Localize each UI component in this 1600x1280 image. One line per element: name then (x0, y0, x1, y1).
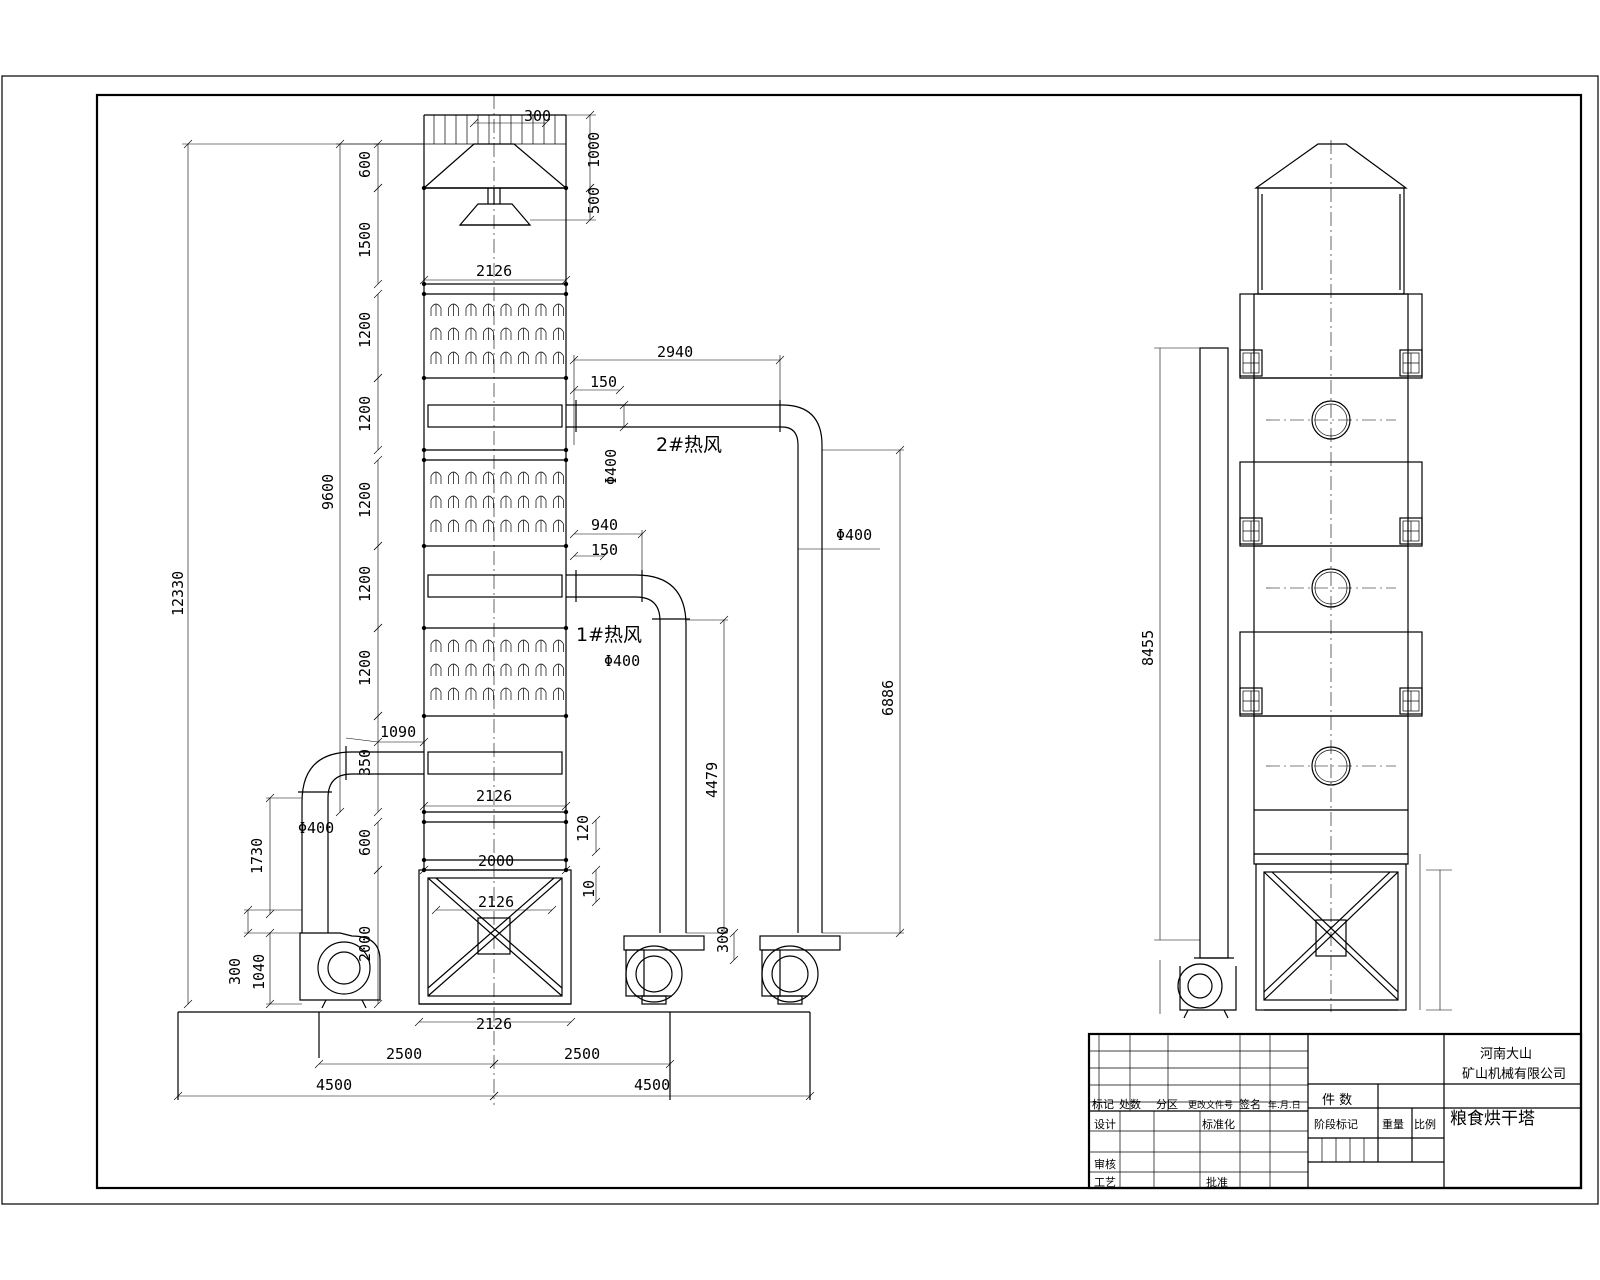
duct-1-inner (566, 596, 661, 933)
dim-phi400-b: Φ400 (836, 526, 872, 544)
front-dimensions (173, 110, 905, 1101)
dim-2500-b: 2500 (564, 1045, 600, 1063)
dim-300-a: 300 (226, 958, 244, 985)
duct-2-outer (566, 404, 823, 933)
side-duct (1199, 347, 1229, 959)
dim-2126-c: 2126 (478, 893, 514, 911)
base-center-block (477, 917, 511, 955)
dim-4500-b: 4500 (634, 1076, 670, 1094)
duct-2-inner (566, 426, 799, 933)
fan-2 (759, 935, 841, 1005)
hot-air-manifold-2 (427, 404, 563, 428)
side-air-valves (1239, 349, 1423, 715)
drawing-frame (95, 93, 1583, 1190)
rev-mark: 标记 (1092, 1097, 1114, 1111)
scale-label: 比例 (1414, 1117, 1436, 1131)
dim-600-top: 600 (356, 151, 374, 178)
dim-2940: 2940 (657, 343, 693, 361)
side-base-block (1315, 919, 1347, 957)
row-review: 审核 (1094, 1157, 1116, 1171)
dim-2000: 2000 (478, 852, 514, 870)
dim-8455: 8455 (1139, 630, 1157, 666)
sheet-outer-border (1, 75, 1599, 1205)
dim-4500-a: 4500 (316, 1076, 352, 1094)
duct-cold-outer (301, 751, 424, 933)
dim-1200-e: 1200 (356, 650, 374, 686)
side-base-inner (1263, 871, 1399, 1001)
dim-1090: 1090 (380, 723, 416, 741)
dim-6886: 6886 (879, 680, 897, 716)
dim-150-b: 150 (591, 541, 618, 559)
dim-phi400-a: Φ400 (602, 449, 620, 485)
dim-hood-1000: 1000 (585, 132, 603, 168)
dim-1730: 1730 (248, 838, 266, 874)
count-label: 件 数 (1322, 1093, 1352, 1108)
dim-600-bot: 600 (356, 829, 374, 856)
inner-diffuser (458, 203, 532, 226)
rev-change-doc: 更改文件号 (1188, 1099, 1233, 1111)
hood-grille (424, 115, 566, 145)
top-hood (422, 143, 568, 189)
cold-air-manifold (427, 751, 563, 775)
company-line1: 河南大山 (1480, 1046, 1532, 1062)
side-view: 8455 (1139, 140, 1452, 1019)
grain-channel-pattern (430, 303, 564, 700)
row-standard: 标准化 (1202, 1117, 1235, 1131)
dim-12330: 12330 (169, 571, 187, 616)
rev-sign: 签名 (1239, 1097, 1261, 1111)
row-approve: 批准 (1206, 1175, 1228, 1189)
dim-1200-d: 1200 (356, 566, 374, 602)
dim-2000-base: 2000 (356, 926, 374, 962)
dim-120: 120 (574, 815, 592, 842)
dim-1200-b: 1200 (356, 396, 374, 432)
dim-10: 10 (580, 880, 598, 898)
dim-1200-a: 1200 (356, 312, 374, 348)
dim-940: 940 (591, 516, 618, 534)
front-view: 300 1000 500 600 1500 1200 1200 1200 120… (169, 95, 905, 1105)
dim-300-b: 300 (714, 926, 732, 953)
dim-150-a: 150 (590, 373, 617, 391)
label-hot-air-1: 1#热风 (576, 624, 642, 646)
row-craft: 工艺 (1094, 1176, 1116, 1189)
base-frame-inner (427, 877, 563, 997)
dim-phi400-d: Φ400 (298, 819, 334, 837)
duct-1-outer (566, 574, 687, 933)
duct-cold-inner (327, 773, 424, 933)
row-design: 设计 (1094, 1118, 1116, 1131)
dim-350: 350 (356, 749, 374, 776)
drawing-title: 粮食烘干塔 (1450, 1109, 1535, 1129)
fan-left (299, 932, 381, 1009)
dim-2500-a: 2500 (386, 1045, 422, 1063)
dim-4479: 4479 (703, 762, 721, 798)
fan-1 (623, 935, 705, 1005)
dim-1040: 1040 (250, 954, 268, 990)
weight-label: 重量 (1382, 1117, 1404, 1131)
rev-count: 处数 (1119, 1098, 1141, 1111)
rev-zone: 分区 (1156, 1098, 1178, 1111)
dim-top-300: 300 (524, 107, 551, 125)
dim-2126-a: 2126 (476, 262, 512, 280)
hot-air-manifold-1 (427, 574, 563, 598)
rev-date: 年.月.日 (1268, 1099, 1301, 1111)
dim-hood-500: 500 (585, 187, 603, 214)
dim-2126-b: 2126 (476, 787, 512, 805)
dim-1200-c: 1200 (356, 482, 374, 518)
label-hot-air-2: 2#热风 (656, 434, 722, 456)
dim-1500: 1500 (356, 222, 374, 258)
company-line2: 矿山机械有限公司 (1462, 1067, 1566, 1082)
side-fan (1177, 963, 1237, 1019)
dim-phi400-c: Φ400 (604, 652, 640, 670)
dim-9600: 9600 (319, 474, 337, 510)
dim-2126-d: 2126 (476, 1015, 512, 1033)
title-block: 河南大山 矿山机械有限公司 粮食烘干塔 件 数 阶段标记 重量 比例 标记 处数… (1087, 1032, 1583, 1190)
stage-label: 阶段标记 (1314, 1117, 1358, 1131)
